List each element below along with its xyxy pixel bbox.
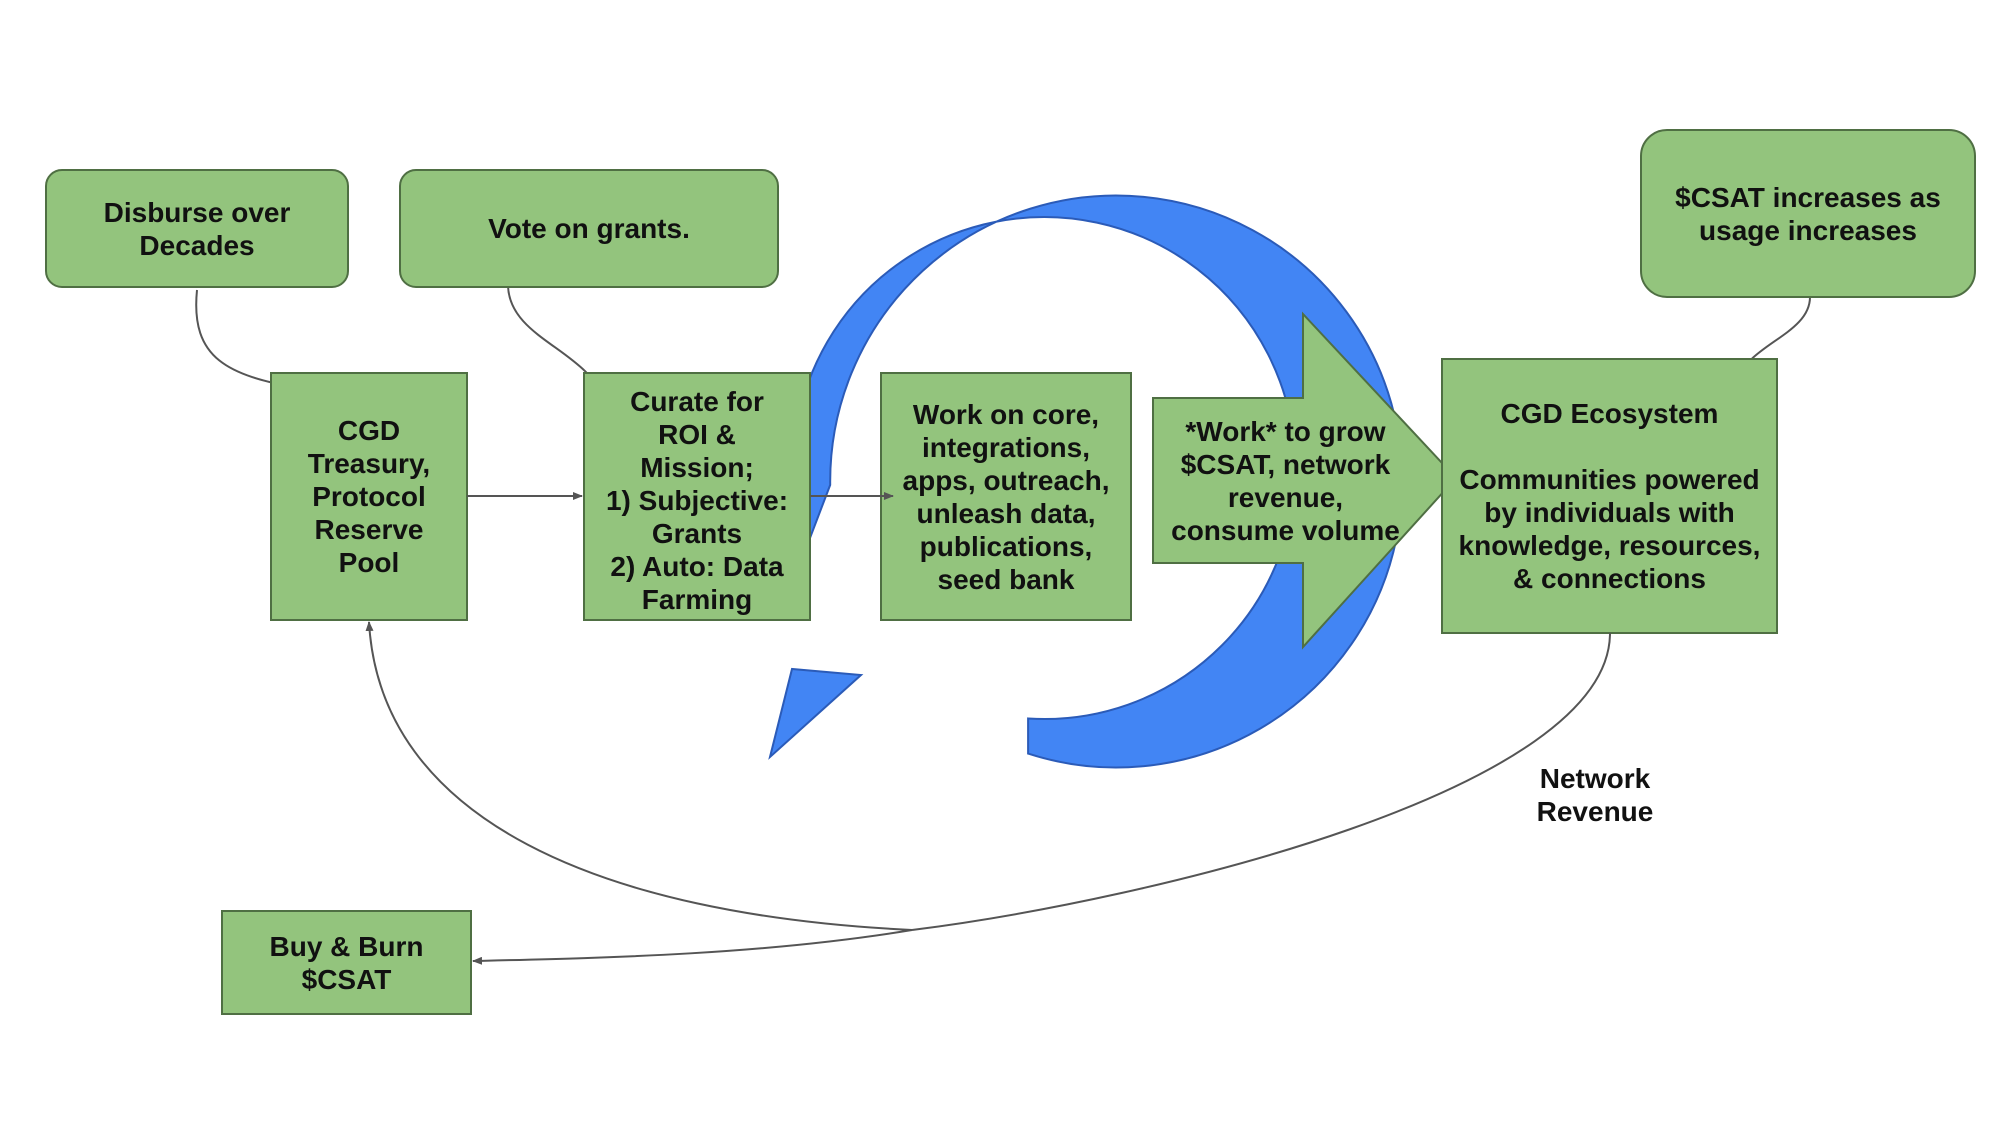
box-curate-label: Curate for ROI & Mission; 1) Subjective:… [605, 386, 789, 615]
box-ecosystem [1441, 358, 1778, 634]
note-csat-increase [1640, 129, 1976, 298]
box-buy-burn-label: Buy & Burn $CSAT [269, 930, 424, 995]
arrow-revenue-to-treasury [365, 621, 913, 931]
box-treasury-label: CGD Treasury, Protocol Reserve Pool [307, 415, 431, 578]
box-curate [583, 372, 811, 621]
box-treasury [270, 372, 468, 621]
arrow-revenue-to-buy-burn [472, 929, 913, 965]
box-buy-burn [221, 910, 472, 1015]
note-disburse [45, 169, 349, 288]
big-arrow-shape [1152, 311, 1458, 650]
cycle-arrowhead [768, 667, 864, 760]
note-csat-increase-label: $CSAT increases as usage increases [1675, 181, 1941, 246]
box-ecosystem-label: CGD Ecosystem Communities powered by ind… [1458, 398, 1761, 594]
box-work-label: Work on core, integrations, apps, outrea… [902, 398, 1110, 595]
big-arrow-label: *Work* to grow $CSAT, network revenue, c… [1171, 415, 1400, 546]
revenue-curve-to-junction [911, 632, 1611, 931]
note-disburse-label: Disburse over Decades [103, 196, 291, 261]
cycle-arrow-ring [792, 194, 1404, 769]
note-vote-label: Vote on grants. [488, 213, 690, 244]
note-vote [399, 169, 779, 288]
box-work [880, 372, 1132, 621]
network-revenue-label: Network Revenue [1536, 763, 1654, 827]
